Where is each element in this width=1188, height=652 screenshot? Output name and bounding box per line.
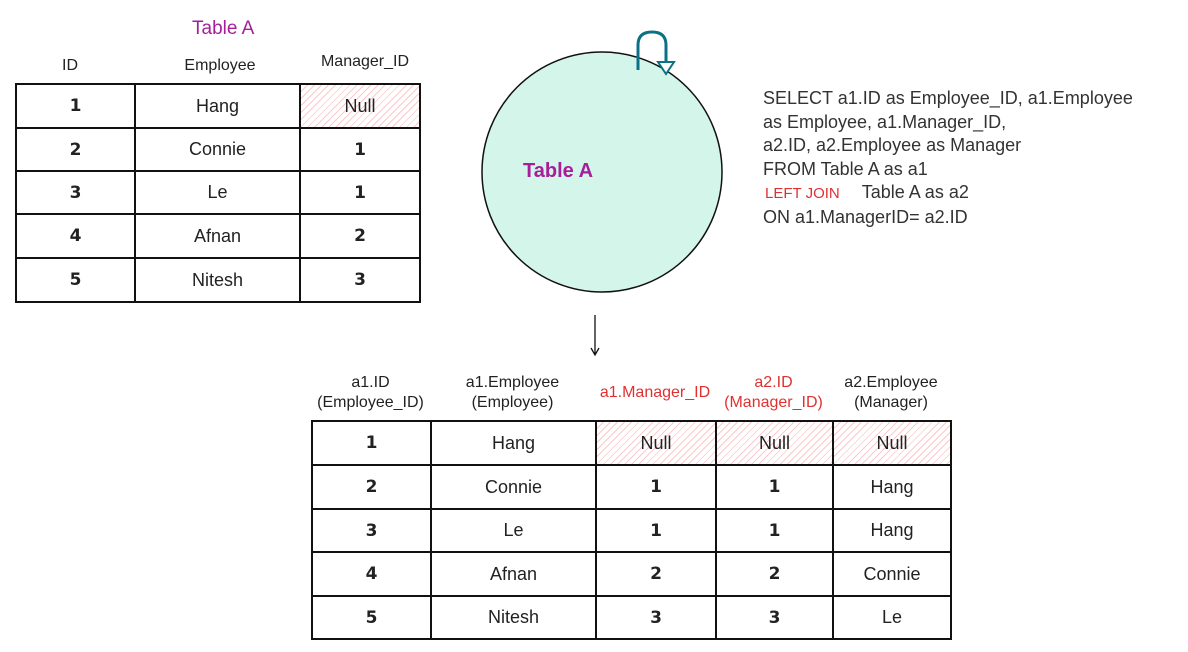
- table-cell: Afnan: [134, 213, 301, 259]
- table-a-title: Table A: [192, 18, 255, 39]
- table-cell: 2: [311, 464, 432, 510]
- table-a-circle: [481, 51, 723, 293]
- table-cell: Le: [832, 595, 952, 640]
- table-cell: Le: [430, 508, 597, 553]
- table-cell: 1: [299, 170, 421, 215]
- table-cell: 3: [299, 257, 421, 303]
- table-cell: 3: [595, 595, 717, 640]
- table-cell: 2: [299, 213, 421, 259]
- table-cell: 2: [595, 551, 717, 597]
- table-cell: 5: [311, 595, 432, 640]
- table-cell: 4: [311, 551, 432, 597]
- column-header: a1.Employee (Employee): [420, 373, 605, 413]
- column-header: a2.Employee (Manager): [822, 373, 960, 413]
- column-header: ID: [62, 57, 78, 74]
- table-cell: Hang: [430, 420, 597, 466]
- table-cell: 1: [15, 83, 136, 129]
- table-cell: Connie: [134, 127, 301, 172]
- table-cell: 1: [595, 464, 717, 510]
- table-cell: 1: [299, 127, 421, 172]
- column-header: Manager_ID: [320, 53, 410, 70]
- header-line: a2.Employee: [844, 374, 938, 391]
- table-cell: Connie: [832, 551, 952, 597]
- self-loop-arrow-icon: [636, 30, 668, 70]
- table-cell: 1: [715, 508, 834, 553]
- table-cell: 5: [15, 257, 136, 303]
- sql-query: SELECT a1.ID as Employee_ID, a1.Employee…: [763, 88, 1133, 227]
- header-line: (Employee): [471, 394, 554, 411]
- header-line: a2.ID: [754, 374, 793, 391]
- self-join-diagram: [481, 30, 723, 293]
- table-cell: 2: [715, 551, 834, 597]
- table-cell: Hang: [832, 464, 952, 510]
- header-line: a1.Manager_ID: [599, 384, 711, 401]
- table-cell: 2: [15, 127, 136, 172]
- down-arrow-icon: [590, 315, 600, 357]
- join-keyword: LEFT JOIN: [765, 185, 840, 202]
- table-cell: 4: [15, 213, 136, 259]
- column-header: a2.ID (Manager_ID): [705, 373, 842, 413]
- table-cell: Null: [715, 420, 834, 466]
- column-header: a1.ID (Employee_ID): [301, 373, 440, 413]
- table-cell: Null: [832, 420, 952, 466]
- table-cell: 1: [595, 508, 717, 553]
- table-cell: Null: [299, 83, 421, 129]
- circle-label: Table A: [523, 160, 594, 182]
- table-cell: Nitesh: [134, 257, 301, 303]
- table-cell: Afnan: [430, 551, 597, 597]
- table-cell: 1: [311, 420, 432, 466]
- header-line: a1.Employee: [465, 374, 560, 391]
- table-cell: 3: [15, 170, 136, 215]
- table-cell: 3: [715, 595, 834, 640]
- column-header: Employee: [184, 57, 256, 74]
- header-line: (Employee_ID): [317, 394, 424, 411]
- header-line: a1.ID: [351, 374, 390, 391]
- table-cell: Nitesh: [430, 595, 597, 640]
- table-cell: 3: [311, 508, 432, 553]
- table-cell: Connie: [430, 464, 597, 510]
- header-line: (Manager): [854, 394, 928, 411]
- table-cell: Le: [134, 170, 301, 215]
- table-cell: Hang: [832, 508, 952, 553]
- table-cell: 1: [715, 464, 834, 510]
- table-cell: Null: [595, 420, 717, 466]
- column-header: a1.Manager_ID: [585, 383, 725, 403]
- header-line: (Manager_ID): [724, 394, 823, 411]
- table-cell: Hang: [134, 83, 301, 129]
